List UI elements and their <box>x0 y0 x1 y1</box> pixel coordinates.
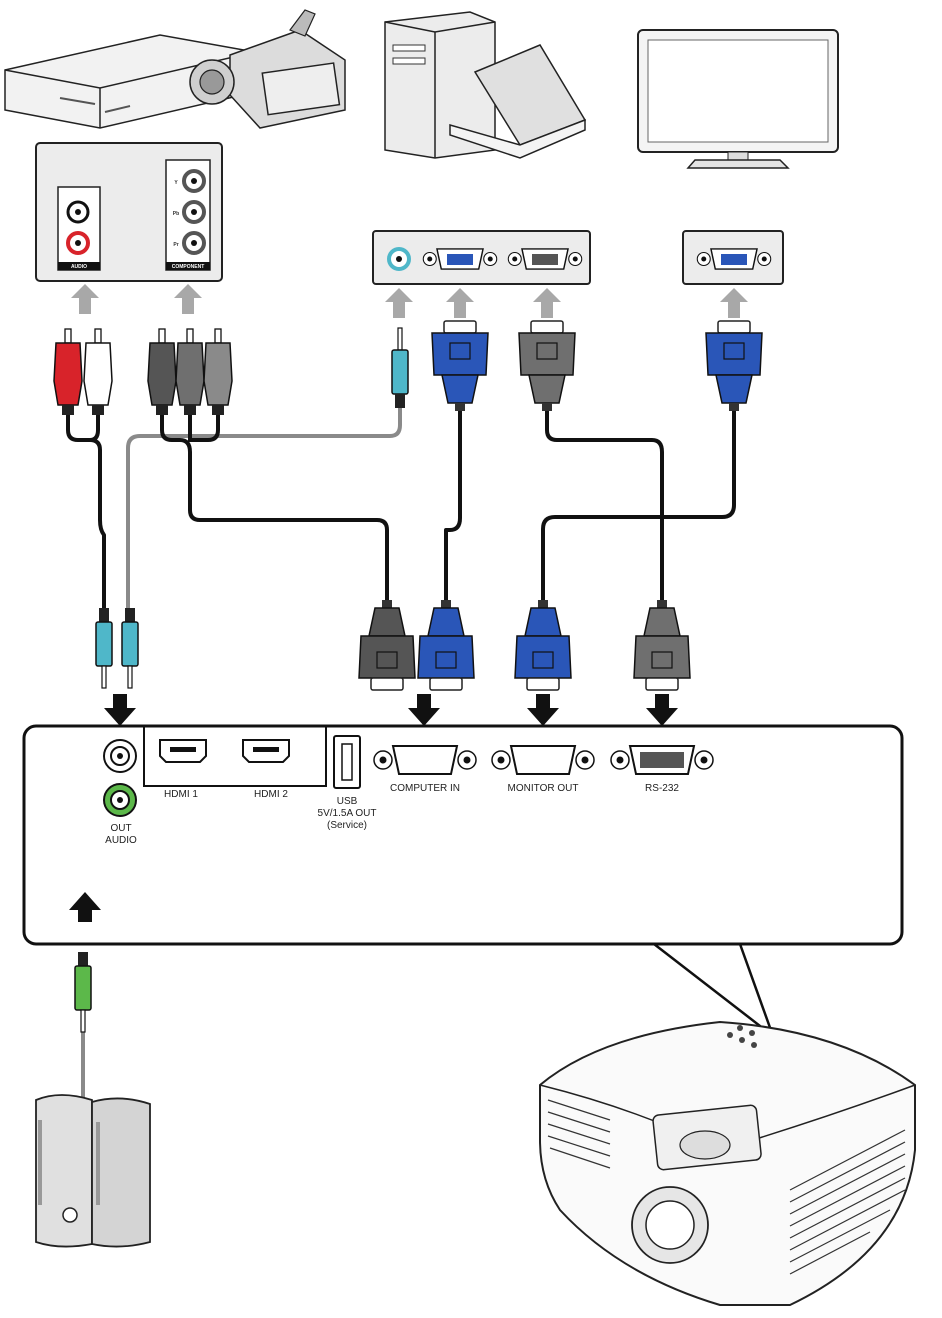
vga-connector-computer-in-top-icon <box>431 320 489 412</box>
arrow-up-component-icon <box>174 284 202 314</box>
hdmi-port-icon <box>159 739 207 763</box>
monitor-icon <box>637 29 839 169</box>
usb-label-line1: USB <box>337 796 358 807</box>
arrow-up-vga-in-icon <box>446 288 474 318</box>
audio-jack-top-icon <box>391 327 409 409</box>
desktop-computer-icon <box>384 11 496 159</box>
arrow-down-rs232-icon <box>646 694 678 726</box>
arrow-up-monitor-icon <box>720 288 748 318</box>
arrow-up-audio-icon <box>71 284 99 314</box>
arrow-down-computer-in-icon <box>408 694 440 726</box>
monitor-out-label: MONITOR OUT <box>508 783 579 794</box>
rca-plug-pb-icon <box>175 328 205 416</box>
arrow-up-vga-out-icon <box>533 288 561 318</box>
camcorder-icon <box>189 9 346 129</box>
vga-connector-monitor-out-top-icon <box>518 320 576 412</box>
audio-jack-speaker-icon <box>74 951 92 1033</box>
vga-connector-computer-bottom-icon <box>417 599 475 691</box>
cables <box>66 401 736 1142</box>
computer-in-label: COMPUTER IN <box>390 783 460 794</box>
rca-plug-pr-icon <box>203 328 233 416</box>
vga-connector-component-bottom-icon <box>358 599 416 691</box>
usb-port-icon <box>333 735 361 789</box>
arrow-down-audio-in-icon <box>104 694 136 726</box>
laptop-icon <box>449 44 587 159</box>
arrow-up-audio-out-icon <box>385 288 413 318</box>
computer-source-panel <box>372 230 591 285</box>
vga-connector-monitor-bottom-icon <box>514 599 572 691</box>
audio-out-label-line1: OUT <box>110 823 131 834</box>
rs232-label: RS-232 <box>645 783 679 794</box>
rca-plug-red-icon <box>53 328 83 416</box>
monitor-source-panel <box>682 230 784 285</box>
audio-jack-in-right-icon <box>121 607 139 689</box>
projector-icon <box>539 1020 916 1306</box>
hdmi-port-icon <box>242 739 290 763</box>
rca-plug-y-icon <box>147 328 177 416</box>
usb-label-line2: 5V/1.5A OUT <box>318 808 377 819</box>
rca-plug-white-icon <box>83 328 113 416</box>
usb-label-line3: (Service) <box>327 820 367 831</box>
hdmi1-label: HDMI 1 <box>164 789 198 800</box>
projector-rear-panel: OUT AUDIO HDMI 1 HDMI 2 USB 5V/1.5A OUT … <box>22 724 904 946</box>
audio-out-label-line2: AUDIO <box>105 835 137 846</box>
speakers-icon <box>35 1094 151 1248</box>
hdmi2-label: HDMI 2 <box>254 789 288 800</box>
av-source-panel: AUDIO Y Pb Pr COMPONENT <box>35 142 223 282</box>
jack-y-label: Y <box>174 180 178 186</box>
audio-panel-label: AUDIO <box>71 264 87 270</box>
audio-jack-in-left-icon <box>95 607 113 689</box>
jack-pb-label: Pb <box>173 211 179 217</box>
vga-connector-monitor-top-icon <box>705 320 763 412</box>
arrow-down-monitor-out-icon <box>527 694 559 726</box>
jack-pr-label: Pr <box>173 242 178 248</box>
component-panel-label: COMPONENT <box>172 264 205 270</box>
vga-connector-rs232-bottom-icon <box>633 599 691 691</box>
